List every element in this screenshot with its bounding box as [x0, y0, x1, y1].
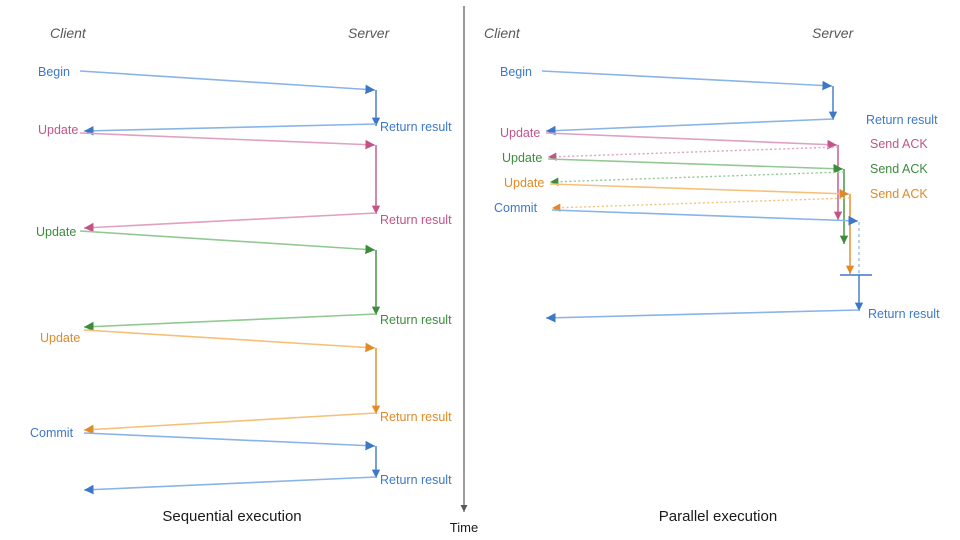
p-message-return-final [545, 309, 860, 323]
p-message-return-1 [545, 118, 834, 136]
label-seq-return-2: Return result [380, 213, 452, 227]
caption-sequential: Sequential execution [162, 508, 301, 525]
message-return-2 [83, 212, 377, 233]
label-par-ack-1: Send ACK [870, 137, 928, 151]
label-par-ack-3: Send ACK [870, 187, 928, 201]
label-seq-return-3: Return result [380, 313, 452, 327]
label-seq-update-3: Update [40, 331, 80, 345]
p-ack-orange [551, 197, 851, 212]
message-return-4 [83, 412, 377, 435]
message-update-pink [79, 132, 376, 150]
label-par-update-1: Update [500, 126, 540, 140]
p-message-commit [551, 209, 859, 226]
lane-title-server-left: Server [348, 25, 391, 41]
label-par-ack-2: Send ACK [870, 162, 928, 176]
label-seq-update-2: Update [36, 225, 76, 239]
message-return-3 [83, 313, 377, 332]
lane-title-client-right: Client [484, 25, 521, 41]
label-par-update-3: Update [504, 176, 544, 190]
label-seq-update-1: Update [38, 123, 78, 137]
message-update-green [79, 230, 376, 255]
message-return-1 [83, 123, 377, 136]
lane-title-client-left: Client [50, 25, 87, 41]
caption-parallel: Parallel execution [659, 508, 777, 525]
label-par-update-2: Update [502, 151, 542, 165]
message-begin [79, 70, 376, 95]
time-axis-label: Time [450, 520, 478, 535]
p-message-begin [541, 70, 833, 91]
label-seq-begin: Begin [38, 65, 70, 79]
lane-title-server-right: Server [812, 25, 855, 41]
p-ack-green [549, 171, 845, 186]
p-ack-pink [547, 146, 839, 161]
message-update-orange [83, 329, 376, 353]
p-message-update-green [547, 158, 844, 174]
label-par-begin: Begin [500, 65, 532, 79]
label-par-return-2: Return result [868, 307, 940, 321]
label-par-commit: Commit [494, 201, 538, 215]
p-message-update-orange [549, 183, 850, 199]
label-seq-commit: Commit [30, 426, 74, 440]
label-par-return-1: Return result [866, 113, 938, 127]
label-seq-return-4: Return result [380, 410, 452, 424]
label-seq-return-5: Return result [380, 473, 452, 487]
panel-parallel [541, 70, 872, 323]
label-seq-return-1: Return result [380, 120, 452, 134]
p-message-update-pink [545, 132, 838, 150]
message-return-5 [83, 476, 377, 495]
panel-sequential [79, 70, 381, 495]
message-commit [83, 432, 376, 451]
